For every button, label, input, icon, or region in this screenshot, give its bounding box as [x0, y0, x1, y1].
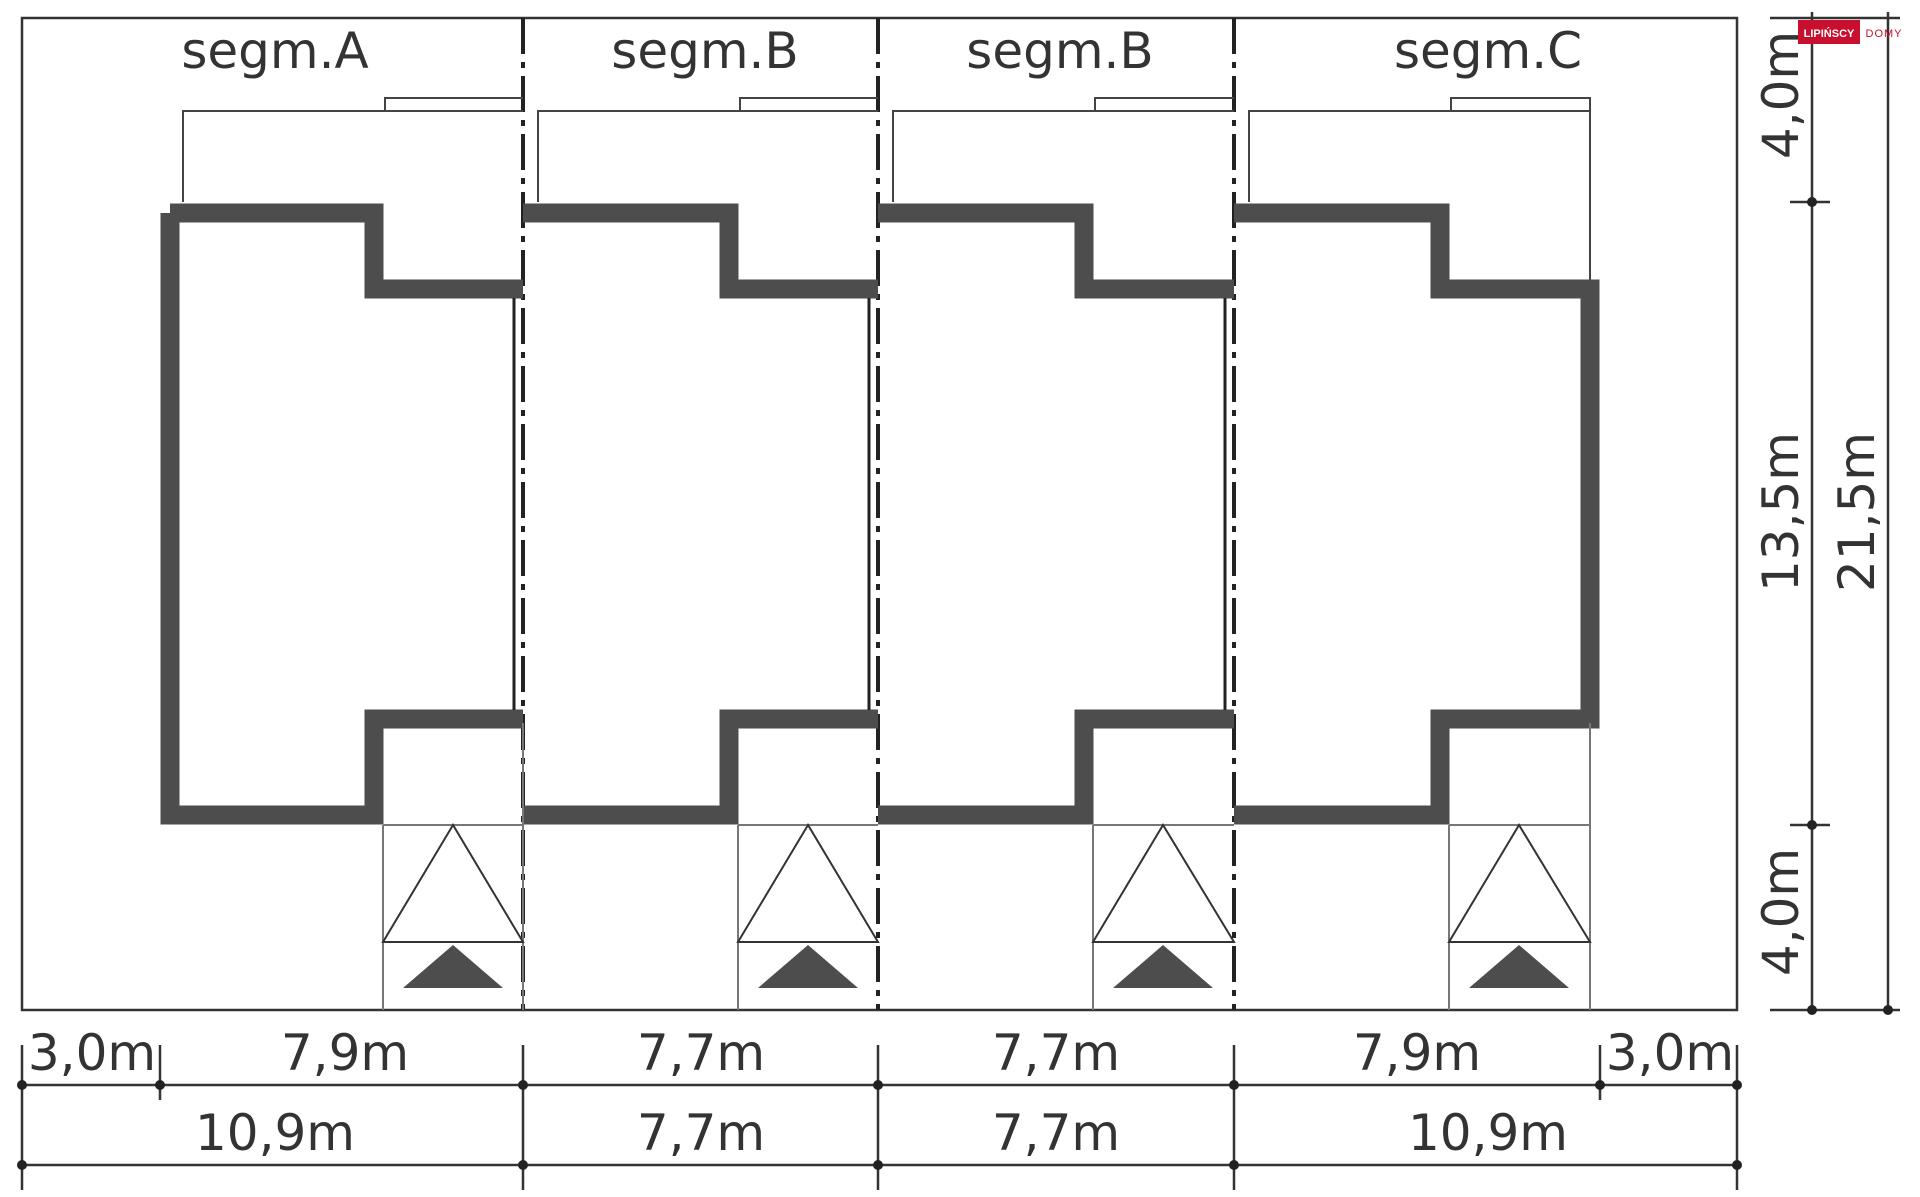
wall-segment-a: [160, 203, 523, 825]
tick: [518, 1160, 528, 1170]
right-dimensions: [1770, 12, 1900, 1012]
entrance-triangle-solid-c: [1469, 945, 1569, 988]
tick: [1807, 1005, 1817, 1015]
dim-label: 7,7m: [992, 1024, 1120, 1082]
terrace-a: [182, 97, 523, 202]
tick: [1807, 820, 1817, 830]
entrance-triangle-solid-b2: [1113, 945, 1213, 988]
bottom-dimension-ticks: [17, 1080, 1742, 1170]
right-dimension-ticks: [1807, 197, 1893, 1015]
dim-label-vertical: 13,5m: [1752, 432, 1810, 592]
segment-label-b1: segm.B: [611, 22, 798, 80]
tick: [1229, 1160, 1239, 1170]
dim-label-vertical: 21,5m: [1828, 432, 1886, 592]
tick: [1229, 1080, 1239, 1090]
segment-label-c: segm.C: [1394, 22, 1582, 80]
logo-badge: [1798, 20, 1860, 44]
terrace-b1: [537, 97, 878, 202]
entrance-triangle-outline-c: [1447, 823, 1592, 943]
logo-brand-text: LIPIŃSCY: [1804, 27, 1855, 40]
wall-segment-b1: [523, 203, 878, 825]
dim-label: 7,9m: [1353, 1024, 1481, 1082]
segment-labels: segm.A segm.B segm.B segm.C: [181, 22, 1582, 80]
tick: [1732, 1160, 1742, 1170]
dim-label: 7,7m: [992, 1104, 1120, 1162]
wall-segment-b2: [878, 203, 1234, 825]
dim-label-vertical: 4,0m: [1752, 848, 1810, 976]
tick: [17, 1160, 27, 1170]
dim-label: 7,9m: [281, 1024, 409, 1082]
tick: [1595, 1080, 1605, 1090]
right-dimension-labels: 4,0m 13,5m 4,0m 21,5m: [1752, 31, 1886, 976]
wall-segment-c: [1234, 203, 1600, 825]
tick: [1732, 1080, 1742, 1090]
entrance-triangle-outline-b1: [736, 823, 880, 943]
party-wall-accents: [512, 298, 1227, 710]
tick: [873, 1080, 883, 1090]
dim-label: 7,7m: [637, 1104, 765, 1162]
front-entries: [382, 723, 1591, 1010]
building-walls: [160, 203, 1600, 825]
bottom-dimension-labels: 3,0m 7,9m 7,7m 7,7m 7,9m 3,0m 10,9m 7,7m…: [28, 1024, 1734, 1162]
terrace-c: [1248, 97, 1591, 280]
dim-label: 10,9m: [195, 1104, 355, 1162]
tick: [518, 1080, 528, 1090]
entrance-triangle-solid-b1: [758, 945, 858, 988]
brand-logo: LIPIŃSCY DOMY: [1798, 20, 1903, 44]
dim-label: 7,7m: [637, 1024, 765, 1082]
segment-label-b2: segm.B: [966, 22, 1153, 80]
rear-terraces: [182, 97, 1591, 280]
entrance-markers: [381, 823, 1592, 988]
dim-label: 3,0m: [28, 1024, 156, 1082]
tick: [155, 1080, 165, 1090]
entrance-triangle-outline-b2: [1091, 823, 1236, 943]
entrance-triangle-outline-a: [381, 823, 525, 943]
terrace-b2: [892, 97, 1234, 202]
tick: [873, 1160, 883, 1170]
dim-label: 3,0m: [1606, 1024, 1734, 1082]
dim-label: 10,9m: [1408, 1104, 1568, 1162]
tick: [1883, 1005, 1893, 1015]
logo-sub-text: DOMY: [1866, 28, 1903, 40]
tick: [1807, 197, 1817, 207]
dim-label-vertical: 4,0m: [1752, 31, 1810, 159]
tick: [17, 1080, 27, 1090]
segment-label-a: segm.A: [181, 22, 368, 80]
segment-boundaries: [521, 18, 1236, 1010]
entrance-triangle-solid-a: [403, 945, 503, 988]
